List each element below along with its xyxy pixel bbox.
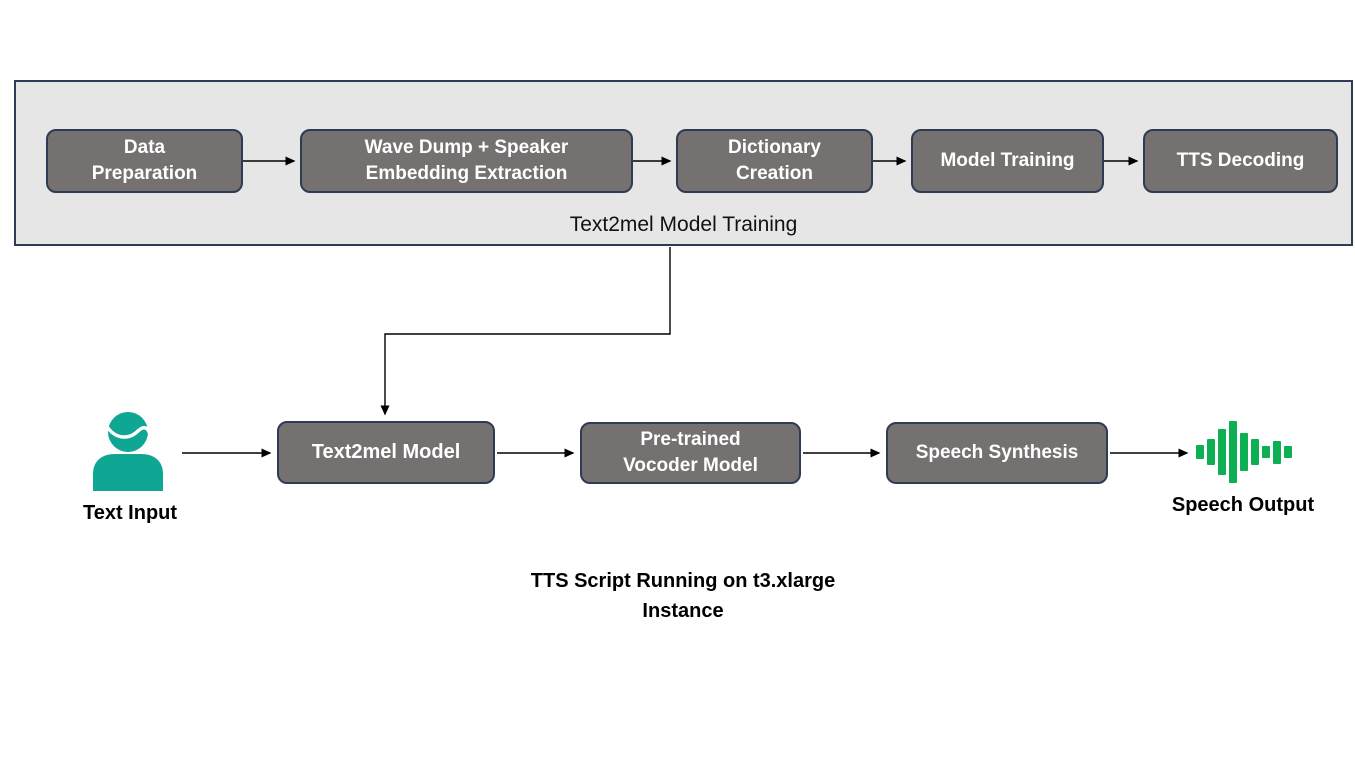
box-label: Model Training — [940, 150, 1075, 172]
diagram-caption: TTS Script Running on t3.xlarge Instance — [530, 570, 836, 622]
box-label: TTS Decoding — [1176, 150, 1305, 172]
box-text2mel-model: Text2mel Model — [277, 421, 495, 484]
audio-waveform-icon — [1196, 419, 1294, 485]
box-label: Wave Dump + Speaker Embedding Extraction — [364, 137, 569, 184]
box-dictionary-creation: Dictionary Creation — [676, 129, 873, 193]
box-label: Data Preparation — [91, 137, 198, 184]
box-label: Pre-trained Vocoder Model — [623, 429, 758, 476]
text-input-label: Text Input — [82, 502, 178, 524]
person-icon — [93, 412, 163, 491]
box-data-preparation: Data Preparation — [46, 129, 243, 193]
hair-highlight — [106, 426, 151, 439]
box-label: Dictionary Creation — [728, 137, 821, 184]
box-model-training: Model Training — [911, 129, 1104, 193]
box-speech-synthesis: Speech Synthesis — [886, 422, 1108, 484]
box-pretrained-vocoder-model: Pre-trained Vocoder Model — [580, 422, 801, 484]
box-label: Text2mel Model — [311, 441, 461, 463]
box-tts-decoding: TTS Decoding — [1143, 129, 1338, 193]
group-caption: Text2mel Model Training — [569, 213, 798, 236]
box-wave-dump-speaker-embedding: Wave Dump + Speaker Embedding Extraction — [300, 129, 633, 193]
speech-output-label: Speech Output — [1171, 494, 1315, 516]
box-label: Speech Synthesis — [915, 442, 1079, 464]
arrow-traininggroup-to-text2mel — [380, 247, 671, 416]
